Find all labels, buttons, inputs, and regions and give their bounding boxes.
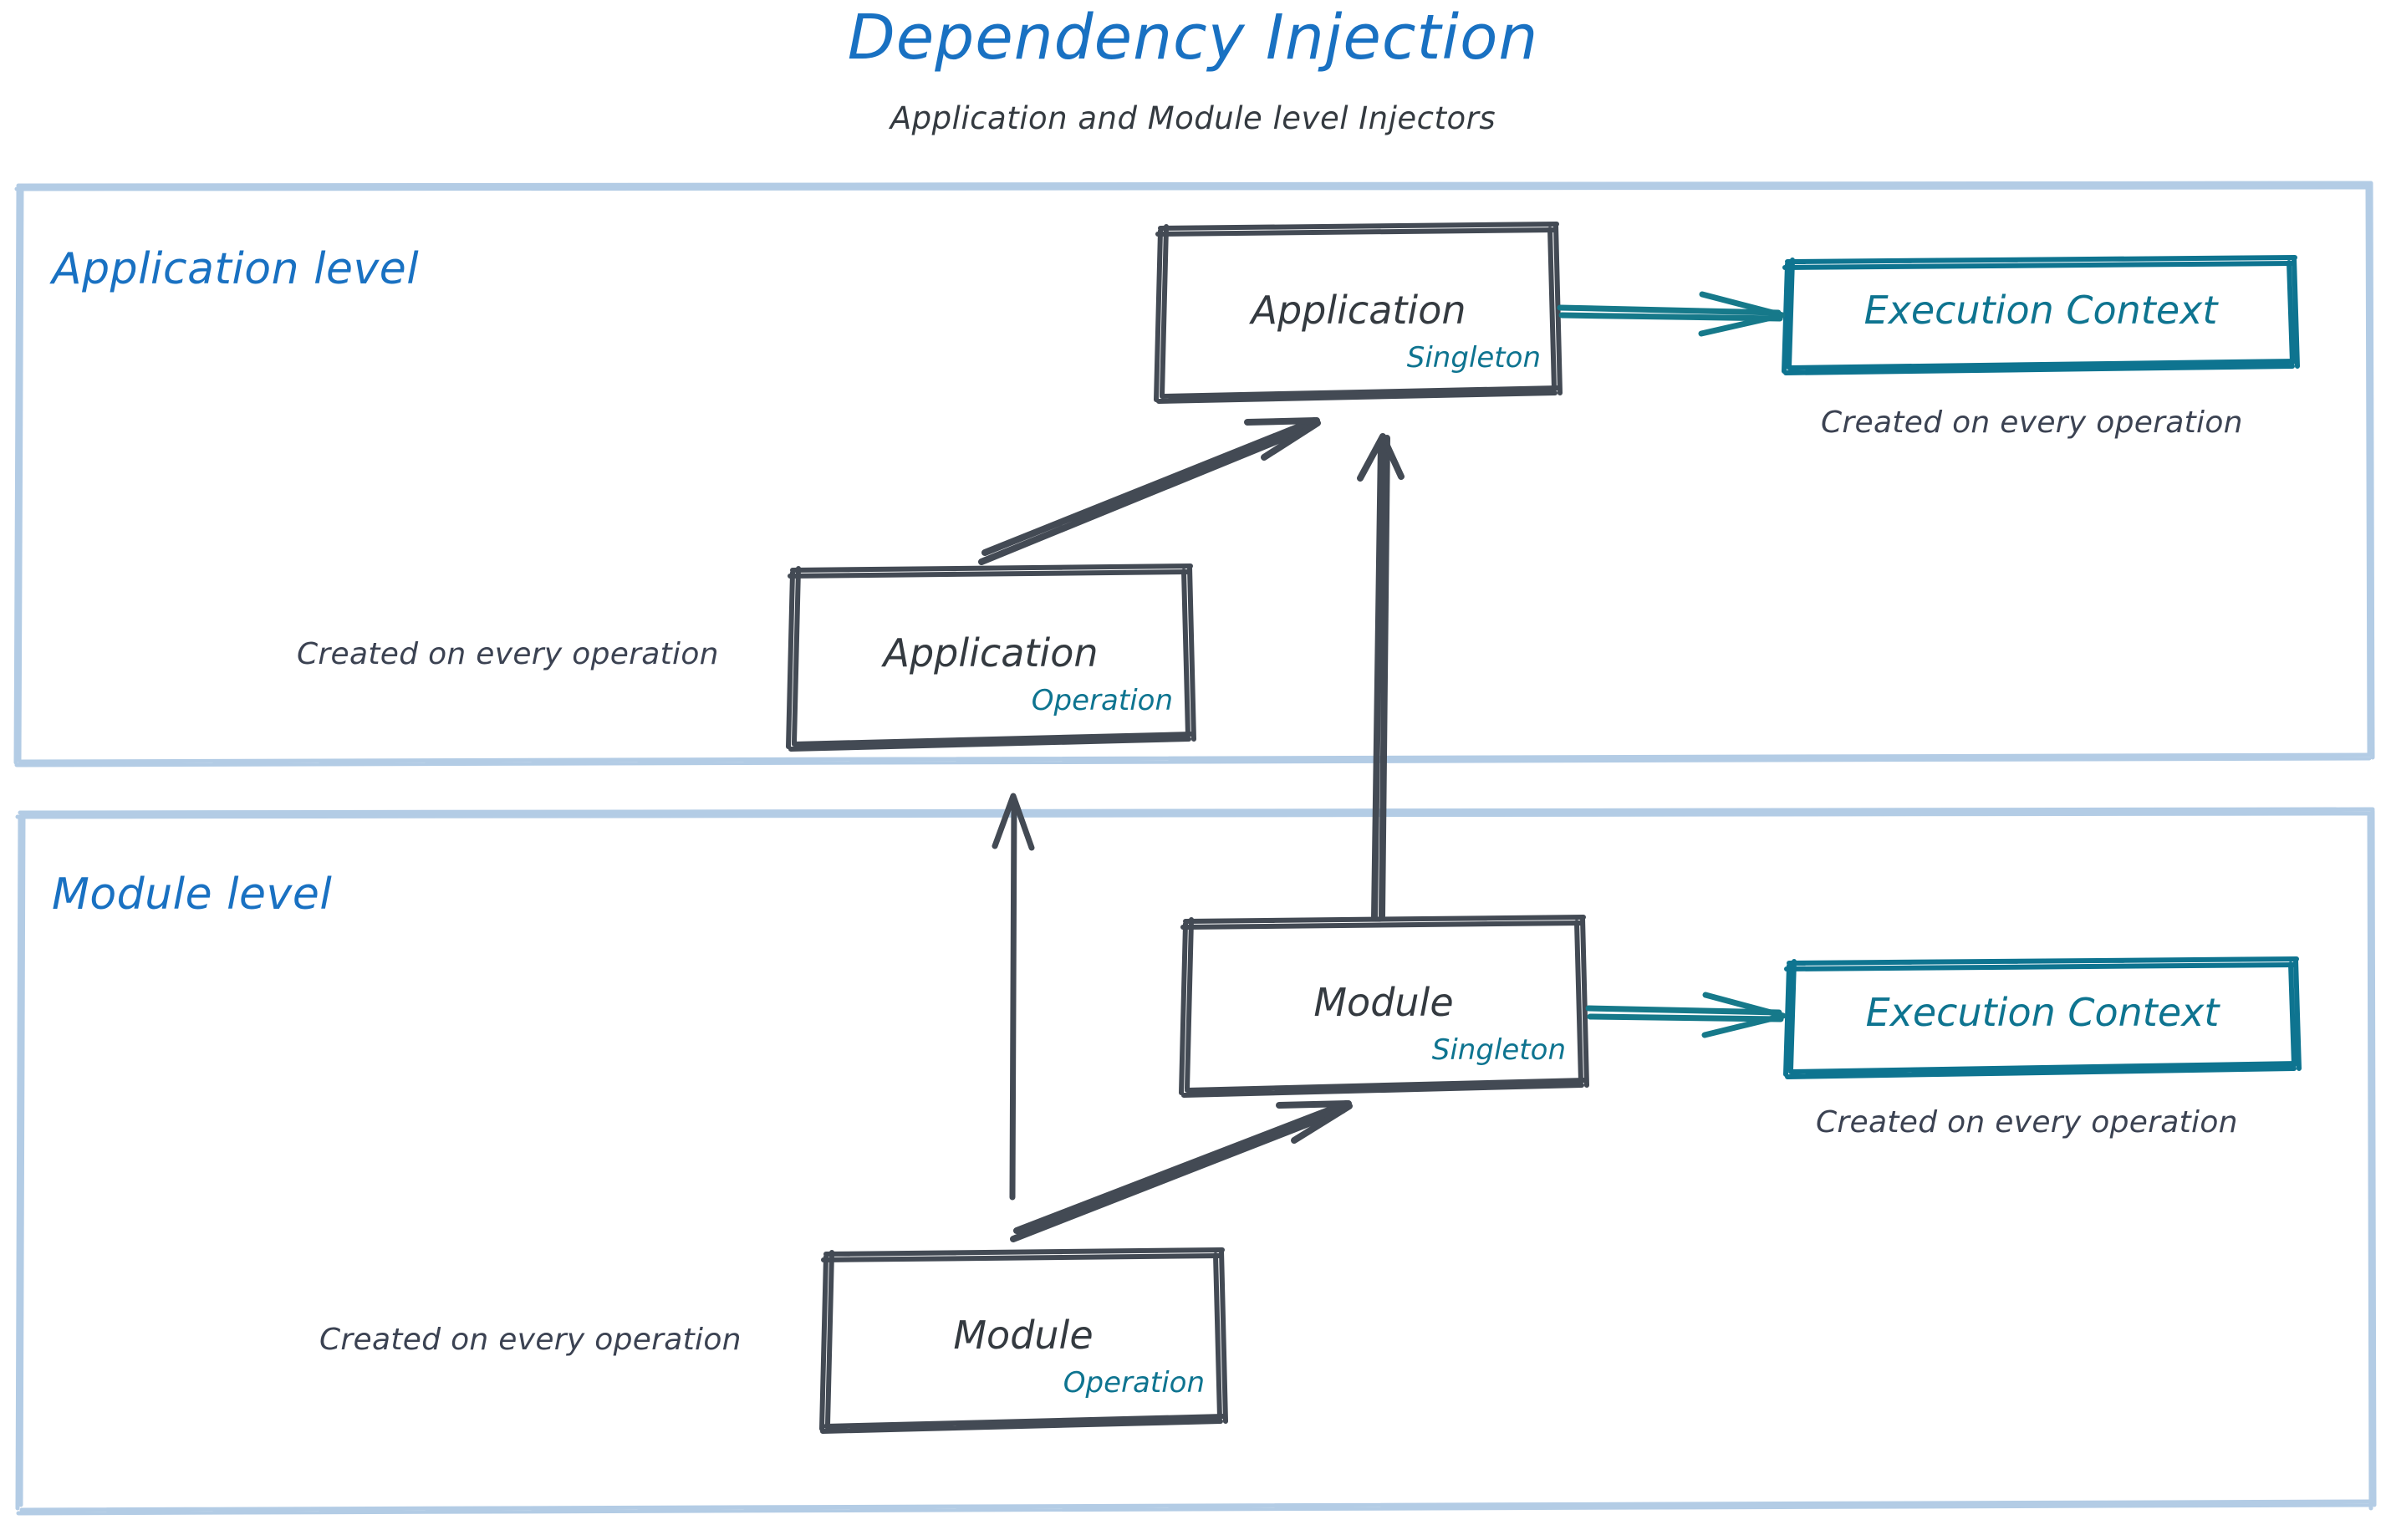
edge-module-singleton-to-module-context: [1585, 992, 1787, 1038]
caption-module-operation: Created on every operation: [319, 1323, 742, 1357]
edge-app-operation-to-app-singleton: [978, 417, 1321, 565]
node-application-singleton[interactable]: Application Singleton: [1158, 226, 1559, 401]
node-label-module-operation: Module: [953, 1313, 1094, 1358]
node-module-execution-context[interactable]: Execution Context: [1787, 961, 2297, 1072]
edge-module-operation-to-application-level: [992, 793, 1035, 1201]
edge-module-singleton-to-app-singleton: [1357, 433, 1405, 921]
node-module-operation[interactable]: Module Operation: [823, 1252, 1223, 1426]
node-label-application-operation: Application: [883, 630, 1099, 676]
node-label-application-singleton: Application: [1251, 288, 1466, 333]
node-scope-application-operation: Operation: [1031, 684, 1173, 717]
edge-module-operation-to-module-singleton: [1010, 1100, 1353, 1242]
node-label-module-singleton: Module: [1313, 980, 1454, 1025]
page-title: Dependency Injection: [847, 2, 1539, 74]
page-subtitle: Application and Module level Injectors: [890, 100, 1496, 136]
node-label-application-execution-context: Execution Context: [1863, 288, 2218, 333]
group-label-application-level: Application level: [52, 244, 420, 294]
caption-application-execution-context: Created on every operation: [1821, 405, 2243, 440]
edge-app-singleton-to-app-context: [1557, 291, 1786, 337]
node-scope-application-singleton: Singleton: [1406, 341, 1541, 375]
caption-application-operation: Created on every operation: [297, 637, 719, 671]
node-label-module-execution-context: Execution Context: [1865, 990, 2220, 1035]
group-label-module-level: Module level: [52, 869, 333, 920]
node-scope-module-operation: Operation: [1063, 1366, 1205, 1400]
caption-module-execution-context: Created on every operation: [1816, 1105, 2238, 1140]
node-module-singleton[interactable]: Module Singleton: [1183, 920, 1584, 1091]
node-scope-module-singleton: Singleton: [1431, 1033, 1566, 1067]
node-application-operation[interactable]: Application Operation: [790, 569, 1191, 744]
node-application-execution-context[interactable]: Execution Context: [1786, 259, 2296, 368]
